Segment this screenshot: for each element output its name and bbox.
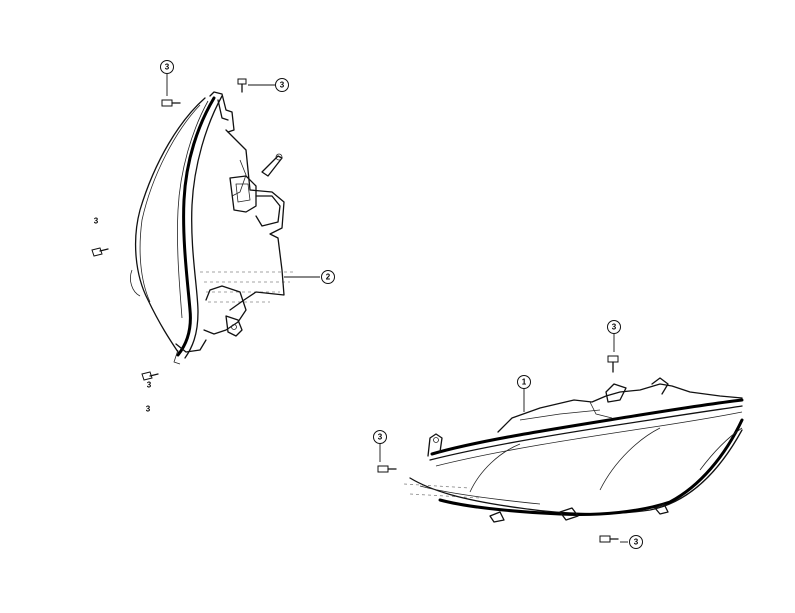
svg-text:3: 3 bbox=[612, 323, 617, 332]
callout-3-left-mid: 3 bbox=[94, 217, 99, 226]
svg-text:3: 3 bbox=[280, 81, 285, 90]
bolt-icon bbox=[237, 78, 247, 93]
bolt-icon bbox=[599, 535, 619, 543]
svg-text:2: 2 bbox=[326, 273, 331, 282]
svg-text:3: 3 bbox=[146, 405, 151, 414]
bolt-icon bbox=[161, 99, 181, 107]
svg-text:3: 3 bbox=[147, 381, 152, 390]
callout-3-top-screw: 3 bbox=[275, 78, 289, 92]
svg-text:3: 3 bbox=[378, 433, 383, 442]
svg-text:3: 3 bbox=[165, 63, 170, 72]
callout-3-right-bottom-bolt: 3 bbox=[629, 535, 643, 549]
bolt-icon bbox=[91, 247, 109, 257]
headlamp-front-view bbox=[403, 377, 744, 523]
callout-3-left-bottom: 3 bbox=[146, 405, 151, 414]
bolt-icon bbox=[377, 465, 397, 473]
headlamp-rear-view bbox=[130, 91, 296, 365]
callout-2-housing: 2 bbox=[321, 270, 335, 284]
callout-1-housing: 1 bbox=[517, 375, 531, 389]
callout-3-right-top-bolt: 3 bbox=[607, 320, 621, 334]
svg-text:3: 3 bbox=[94, 217, 99, 226]
bolt-icon bbox=[607, 355, 619, 373]
svg-text:1: 1 bbox=[522, 378, 527, 387]
callout-3-top-left-bolt: 3 bbox=[160, 60, 174, 74]
svg-text:3: 3 bbox=[634, 538, 639, 547]
callout-3-right-left-bolt: 3 bbox=[373, 430, 387, 444]
bolt-icon bbox=[141, 371, 159, 381]
callout-3-left-lower: 3 bbox=[147, 381, 152, 390]
